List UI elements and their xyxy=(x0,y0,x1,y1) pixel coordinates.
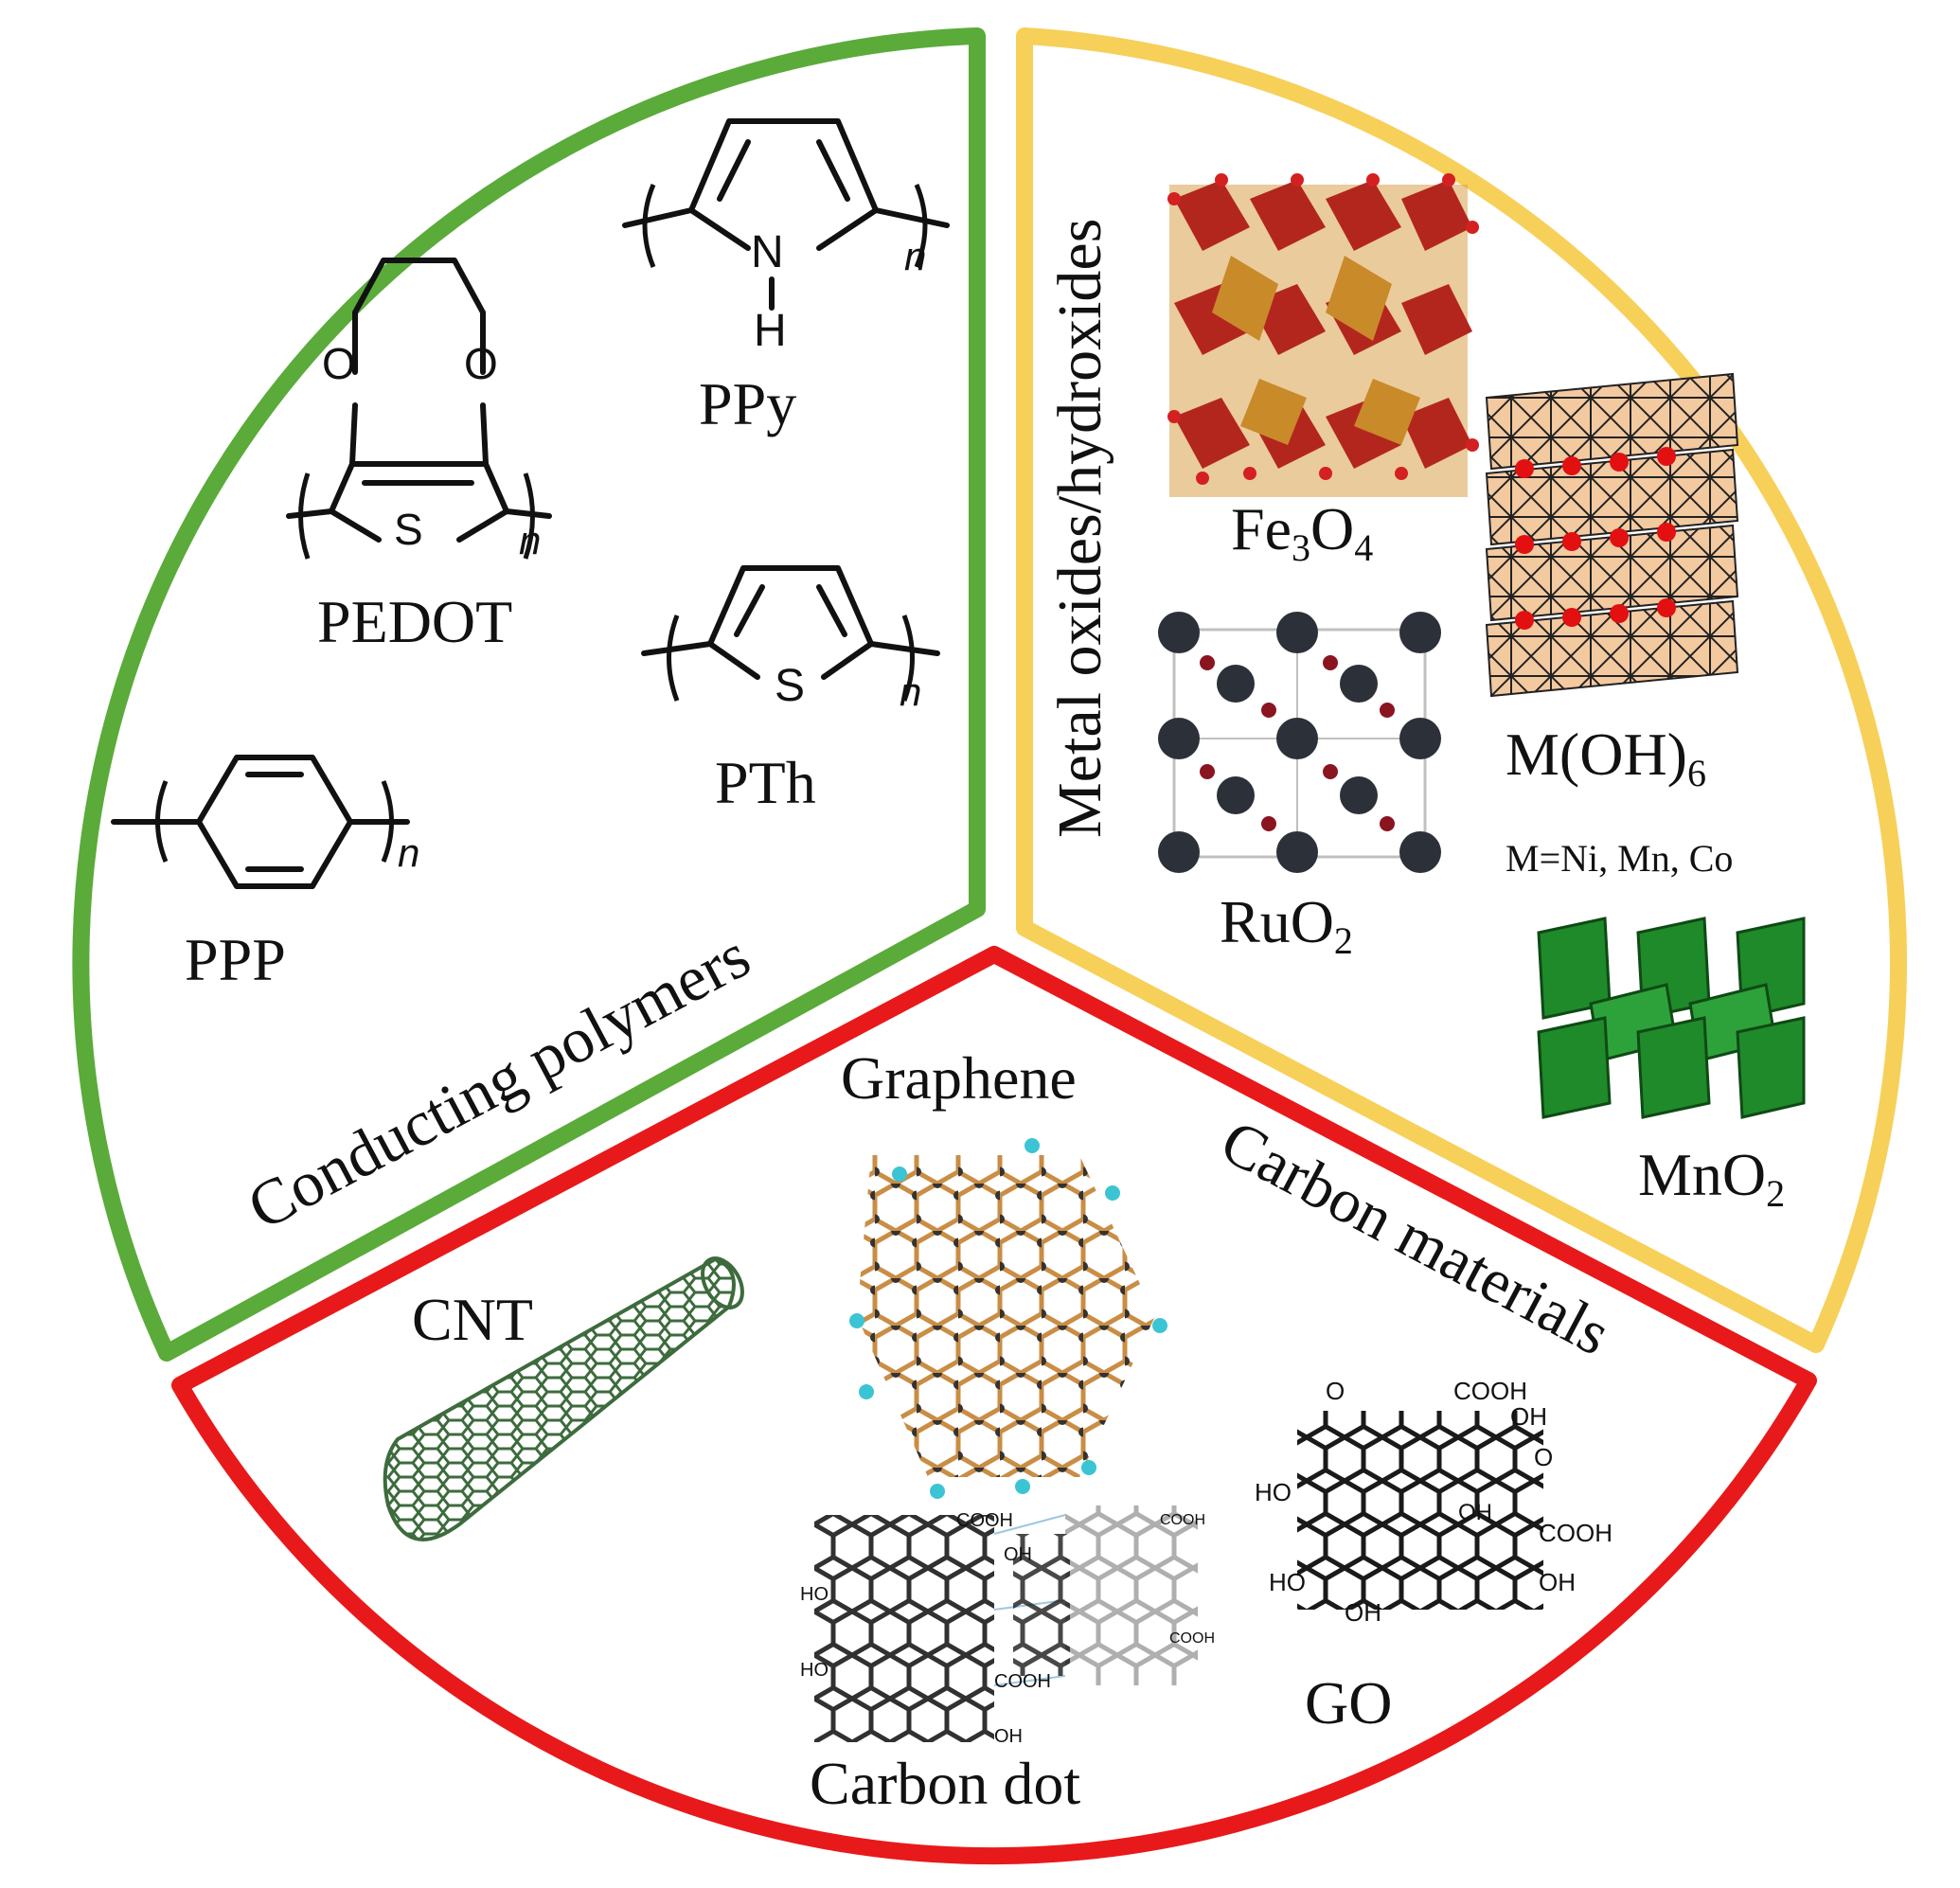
mno2-crystal xyxy=(1537,917,1806,1119)
metal-oxides-title: Metal oxides/hydroxides xyxy=(1045,219,1114,838)
go-oh-mid: OH xyxy=(1458,1500,1492,1525)
ppp-label: PPP xyxy=(185,926,286,993)
go-cooh-top: COOH xyxy=(1453,1377,1527,1405)
mno2-label: MnO2 xyxy=(1638,1141,1785,1215)
graphene-sheet xyxy=(849,1138,1167,1499)
pedot-oxygen-right: O xyxy=(464,339,498,388)
pedot-structure: O O S n xyxy=(286,258,552,562)
conducting-polymers-sector-border xyxy=(72,27,986,1362)
carbon-dot-oh-2: OH xyxy=(994,1726,1023,1747)
carbon-dot-cooh-3: COOH xyxy=(1160,1512,1205,1528)
ppy-nitrogen: N xyxy=(751,227,784,277)
cnt-tube xyxy=(383,1256,744,1541)
go-label: GO xyxy=(1305,1669,1392,1737)
go-o-right: O xyxy=(1534,1443,1553,1471)
carbon-dot-structure: COOH COOH OH HO HO OH COOH COOH xyxy=(800,1505,1215,1747)
ppp-structure: n xyxy=(111,755,419,889)
go-ho-left: HO xyxy=(1255,1478,1292,1506)
pedot-repeat-n: n xyxy=(519,518,541,562)
go-oh-top: OH xyxy=(1510,1402,1547,1431)
pth-repeat-n: n xyxy=(900,669,921,714)
carbon-materials-title: Carbon materials xyxy=(1210,1107,1621,1369)
ppy-label: PPy xyxy=(699,370,796,437)
go-o-top: O xyxy=(1326,1377,1345,1405)
pedot-label: PEDOT xyxy=(317,588,512,655)
go-structure: O COOH OH O HO OH COOH HO OH OH xyxy=(1255,1377,1613,1627)
ruo2-label: RuO2 xyxy=(1220,888,1353,962)
carbon-dot-cooh-4: COOH xyxy=(1169,1630,1215,1647)
carbon-dot-cooh-1: COOH xyxy=(956,1510,1013,1531)
ruo2-crystal xyxy=(1158,612,1441,873)
carbon-dot-ho-1: HO xyxy=(800,1584,829,1605)
carbon-dot-ho-2: HO xyxy=(800,1660,829,1681)
carbon-dot-label: Carbon dot xyxy=(810,1750,1080,1817)
cnt-label: CNT xyxy=(412,1286,533,1353)
metals-note: M=Ni, Mn, Co xyxy=(1506,837,1733,880)
carbon-dot-oh-1: OH xyxy=(1004,1544,1032,1565)
pedot-sulfur: S xyxy=(394,505,423,554)
carbon-dot-cooh-2: COOH xyxy=(994,1671,1051,1692)
pth-sulfur: S xyxy=(775,661,805,711)
go-oh-right: OH xyxy=(1539,1568,1576,1596)
fe3o4-label: Fe3O4 xyxy=(1231,495,1373,569)
ppp-repeat-n: n xyxy=(398,830,419,875)
moh6-label: M(OH)6 xyxy=(1506,721,1706,794)
go-oh-bottom: OH xyxy=(1345,1598,1381,1627)
ppy-structure: N H n xyxy=(622,118,950,356)
go-ho-bottom: HO xyxy=(1269,1568,1306,1596)
carbon-materials-sector-border xyxy=(171,946,1817,1865)
metal-oxides-sector-border xyxy=(1016,27,1907,1353)
ppy-repeat-n: n xyxy=(904,234,926,278)
ppy-hydrogen: H xyxy=(754,306,787,356)
pth-label: PTh xyxy=(715,749,816,816)
fe3o4-crystal xyxy=(1167,173,1479,497)
conducting-polymers-title: Conducting polymers xyxy=(236,918,760,1243)
graphene-label: Graphene xyxy=(841,1044,1077,1112)
go-cooh-right: COOH xyxy=(1539,1519,1613,1547)
pedot-oxygen-left: O xyxy=(322,339,356,388)
pth-structure: S n xyxy=(641,565,940,714)
moh6-layered-structure xyxy=(1485,372,1739,698)
